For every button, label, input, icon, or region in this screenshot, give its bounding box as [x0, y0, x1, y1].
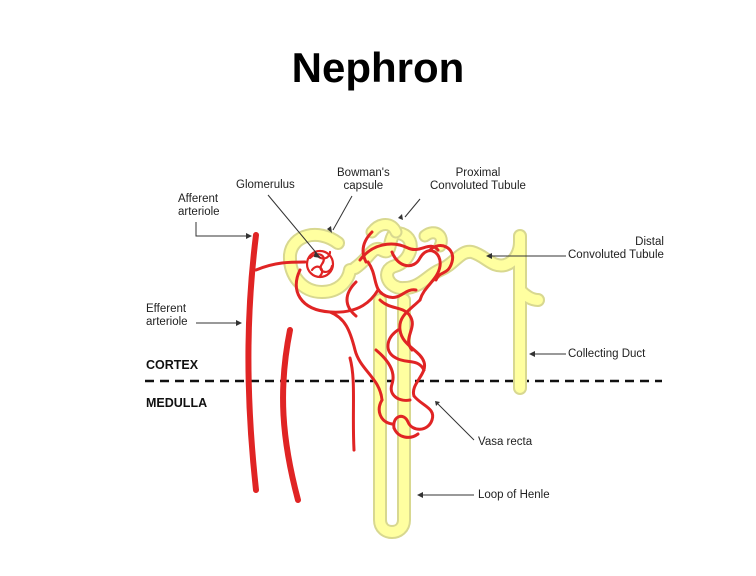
efferent-arteriole-vessel [280, 327, 301, 503]
label-bowmans-line1: Bowman's [337, 167, 390, 179]
label-efferent-line2: arteriole [146, 316, 188, 328]
label-proximal-line1: Proximal [455, 167, 501, 179]
glomerulus-tuft [305, 249, 335, 279]
label-vasa-recta: Vasa recta [478, 436, 533, 448]
label-proximal-line2: Convoluted Tubule [430, 180, 526, 192]
slide-title: Nephron [291, 44, 465, 91]
label-efferent-arteriole: Efferent arteriole [146, 303, 188, 329]
label-loop-of-henle: Loop of Henle [478, 489, 550, 501]
label-distal-tubule: Distal Convoluted Tubule [568, 236, 664, 262]
label-distal-line2: Convoluted Tubule [568, 249, 664, 261]
arrowheads [236, 214, 535, 498]
label-collecting-duct: Collecting Duct [568, 348, 646, 360]
label-distal-line1: Distal [635, 236, 664, 248]
label-medulla: MEDULLA [146, 396, 208, 410]
blood-vessels [245, 230, 455, 503]
label-afferent-arteriole: Afferent arteriole [178, 193, 220, 219]
label-bowmans-line2: capsule [343, 180, 384, 192]
label-cortex: CORTEX [146, 358, 199, 372]
label-afferent-line1: Afferent [178, 193, 219, 205]
label-afferent-line2: arteriole [178, 206, 220, 218]
label-proximal-tubule: Proximal Convoluted Tubule [430, 167, 526, 193]
label-glomerulus: Glomerulus [236, 179, 295, 191]
label-bowmans-capsule: Bowman's capsule [337, 167, 390, 193]
nephron-tubules [283, 218, 545, 539]
afferent-arteriole-vessel [245, 232, 259, 493]
label-efferent-line1: Efferent [146, 303, 187, 315]
leader-lines [195, 194, 566, 496]
